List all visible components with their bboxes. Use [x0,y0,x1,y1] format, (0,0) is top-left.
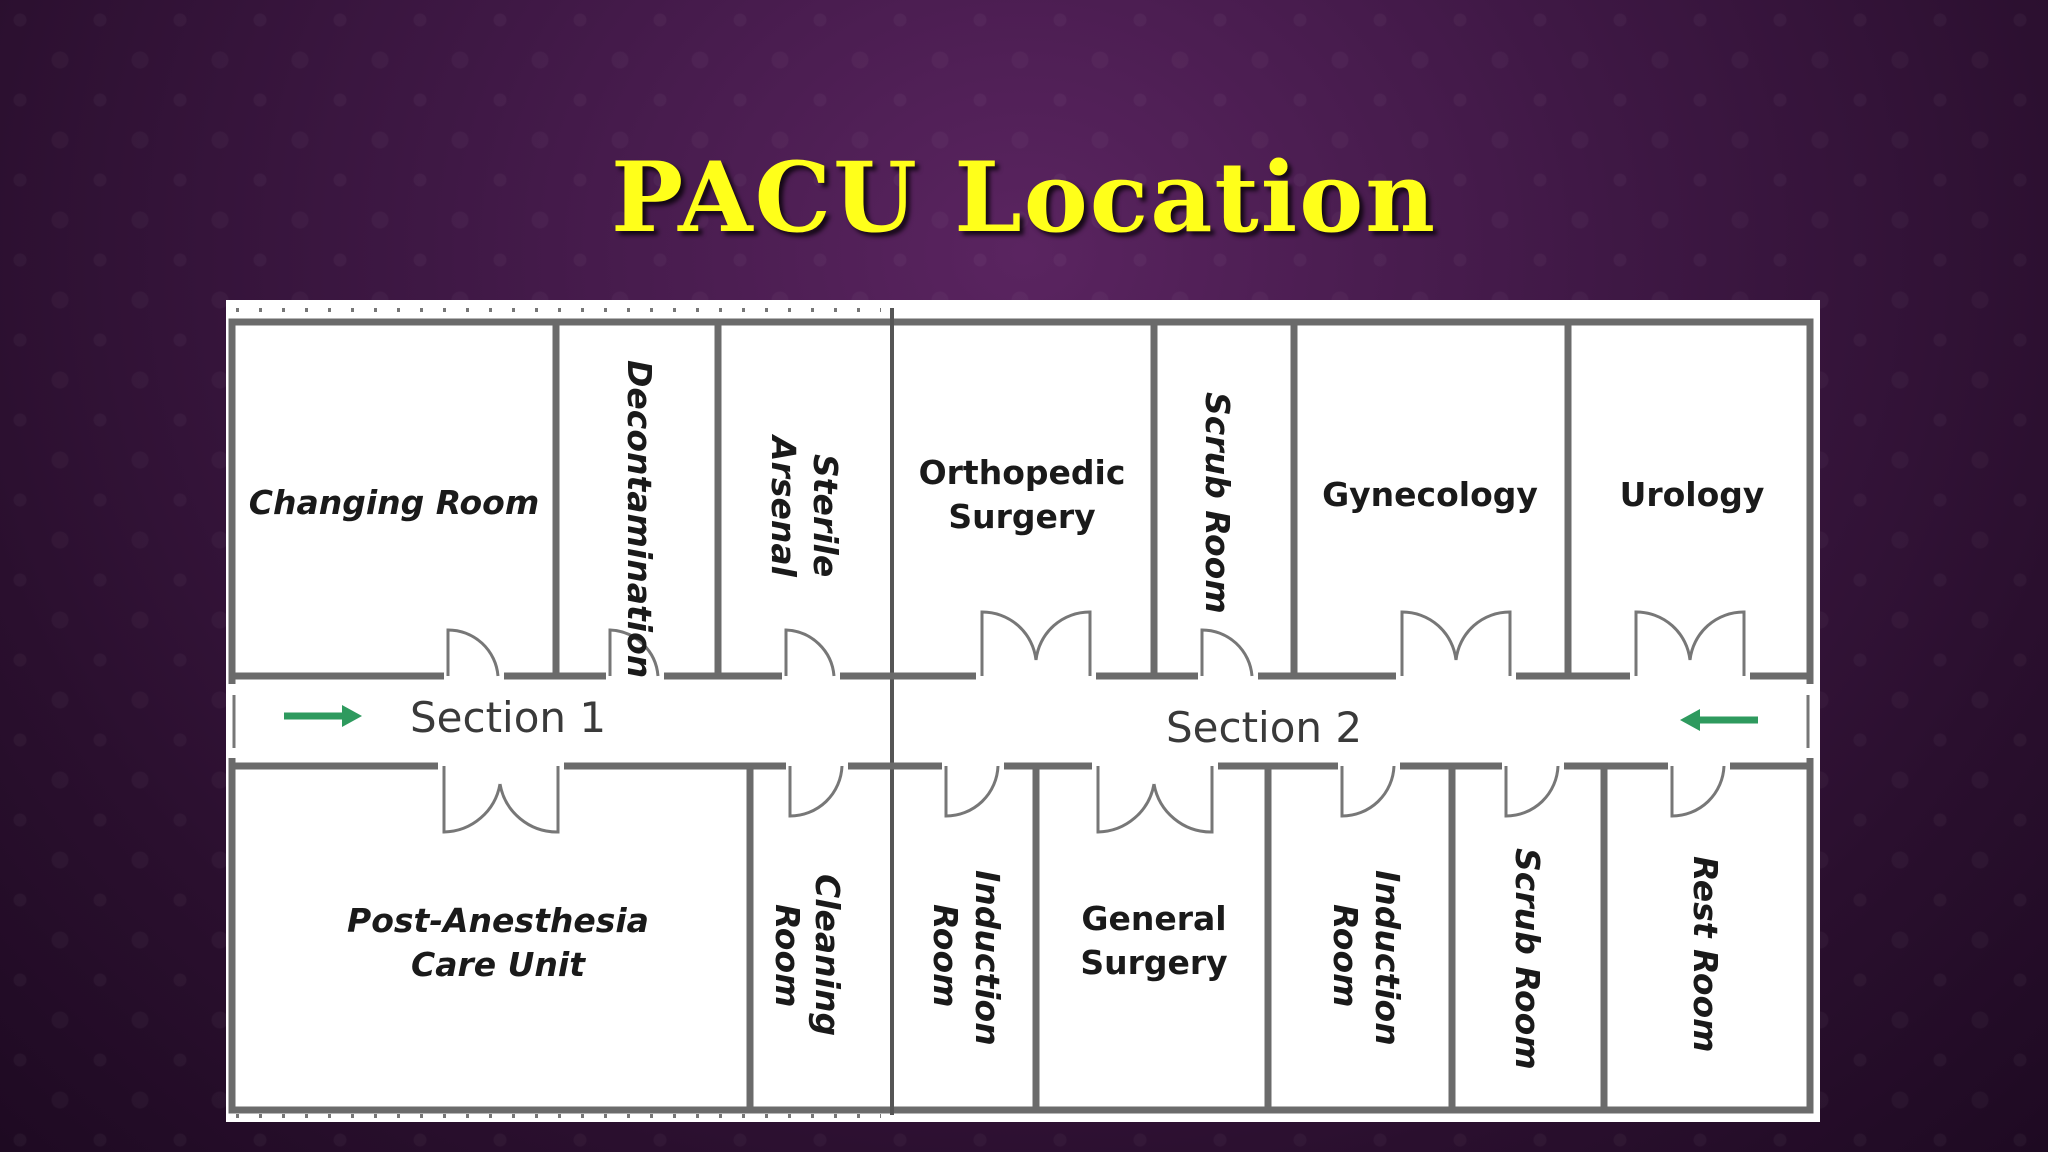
slide-title: PACU Location [610,141,1438,254]
room-label-decontamination: Decontamination [620,360,659,678]
doors-top [444,610,1750,682]
room-label-urology: Urology [1620,475,1765,514]
room-label-rest-room: Rest Room [1686,856,1725,1053]
room-label-sterile-arsenal-line2: Arsenal [764,433,803,578]
room-label-induction1-line1: Induction [968,870,1007,1046]
room-label-induction2-line2: Room [1326,904,1365,1008]
room-label-general-line1: General [1081,899,1226,938]
room-label-scrub-room-top: Scrub Room [1198,392,1237,614]
room-label-induction1-line2: Room [926,904,965,1008]
room-label-induction2-line1: Induction [1368,870,1407,1046]
room-label-orthopedic-line2: Surgery [948,497,1095,536]
room-label-cleaning-line1: Cleaning [808,874,847,1036]
corridor-label-section-2: Section 2 [1166,703,1362,752]
room-label-orthopedic-line1: Orthopedic [919,453,1126,492]
room-label-pacu-line1: Post-Anesthesia [347,901,649,940]
room-label-gynecology: Gynecology [1322,475,1538,514]
doors-bottom [438,760,1730,834]
arrow-right-icon [284,705,362,727]
floor-plan: Section 1 Section 2 Changing Room Decont… [226,300,1820,1122]
room-label-pacu-line2: Care Unit [411,945,586,984]
room-label-sterile-arsenal-line1: Sterile [806,454,845,577]
arrow-left-icon [1680,709,1758,731]
room-label-changing-room: Changing Room [249,483,540,522]
room-label-cleaning-line2: Room [768,904,807,1008]
corridor-label-section-1: Section 1 [410,693,606,742]
room-label-general-line2: Surgery [1080,943,1227,982]
room-label-scrub-room-bottom: Scrub Room [1508,848,1547,1070]
